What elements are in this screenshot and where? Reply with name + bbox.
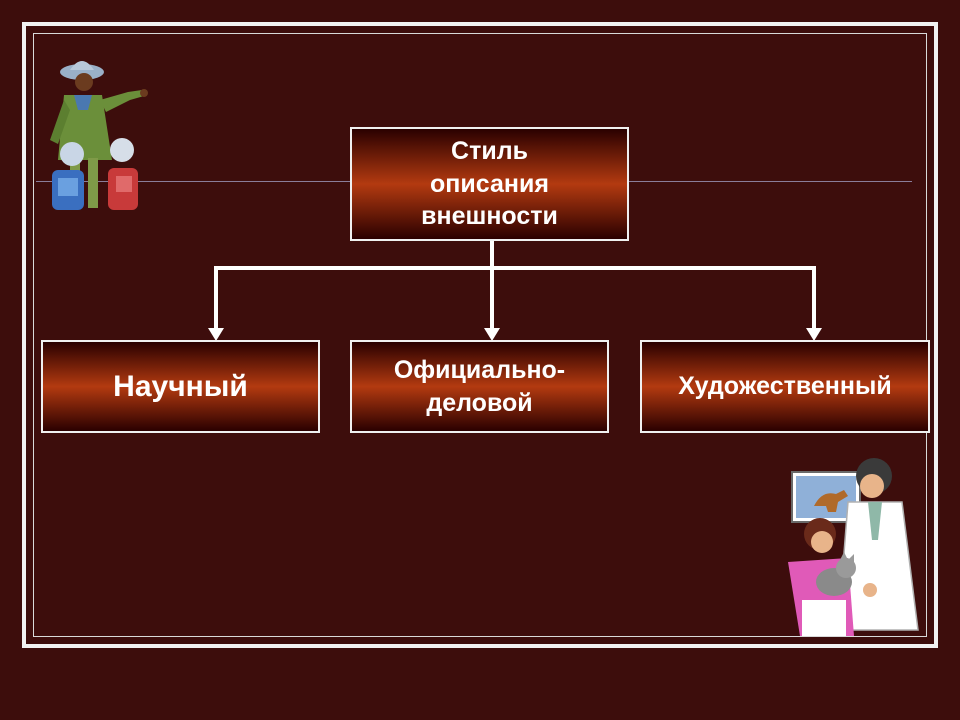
node-official-business-label: Официально-деловой <box>393 356 566 417</box>
node-scientific: Научный <box>41 340 320 433</box>
slide-frame-inner <box>33 33 927 637</box>
slide-frame-outer <box>22 22 938 648</box>
node-official-business: Официально-деловой <box>350 340 609 433</box>
tour-guide-with-children-icon <box>50 61 148 210</box>
node-artistic-label: Художественный <box>678 372 892 401</box>
root-node-appearance-style: Стиль описания внешности <box>350 127 629 241</box>
node-scientific-label: Научный <box>113 370 248 403</box>
arrowhead-official <box>484 328 500 341</box>
veterinarian-with-girl-and-cat-icon <box>788 458 919 636</box>
arrowhead-artistic <box>806 328 822 341</box>
root-node-label: Стиль описания внешности <box>421 137 558 231</box>
arrowhead-scientific <box>208 328 224 341</box>
node-artistic: Художественный <box>640 340 930 433</box>
